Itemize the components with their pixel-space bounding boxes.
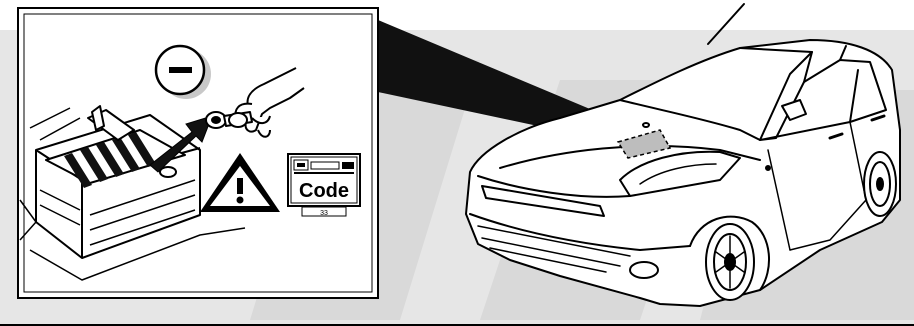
radio-code-label: Code bbox=[299, 180, 349, 202]
radio-code-number: 33 bbox=[320, 210, 328, 217]
